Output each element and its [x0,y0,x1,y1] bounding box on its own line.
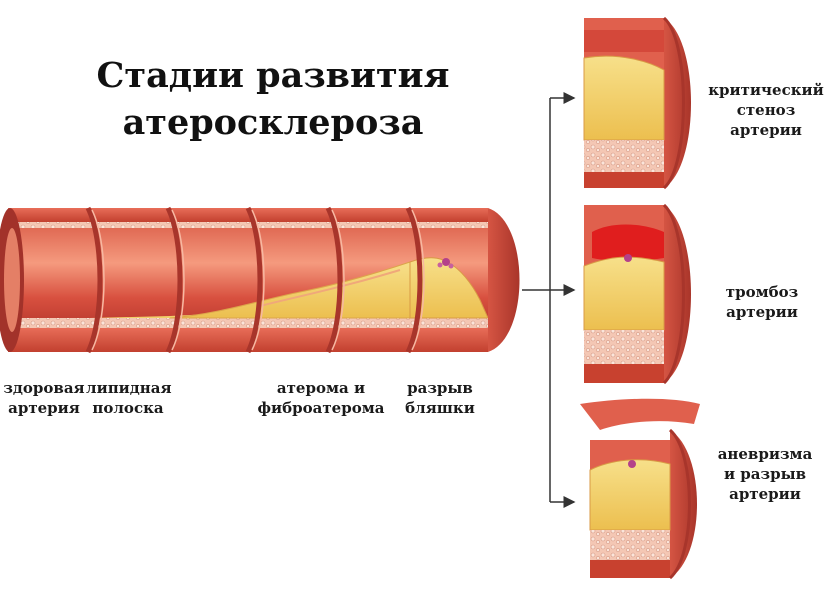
label-healthy-artery: здоровая артерия [3,379,85,417]
outcome-stenosis-illustration [583,16,691,190]
fibrous-cap [259,269,401,307]
artery-bottom-media [8,318,488,328]
title-line-2: атеросклероза [122,102,424,143]
branch-arrows [522,92,576,508]
title-line-1: Стадии развития [96,55,450,96]
label-thrombosis: тромбоз артерии [725,283,799,321]
label-atheroma: атерома и фиброатерома [257,379,385,417]
outcome-thrombosis-illustration [583,203,691,385]
label-lipid-streak: липидная полоска [86,379,172,417]
artery-top-wall [8,208,488,222]
plaque-growing [169,261,411,319]
rupture-site [442,258,450,266]
torn-wall-flap [580,398,700,430]
artery-top-media [8,222,488,228]
thrombus [592,224,664,261]
main-artery [0,206,520,354]
outcome-aneurysm-illustration [580,398,700,580]
segment-cuts [85,206,423,354]
artery-end-cap [488,208,520,352]
diagram-title: Стадии развития атеросклероза [88,52,458,146]
label-critical-stenosis: критический стеноз артерии [708,81,824,139]
label-plaque-rupture: разрыв бляшки [405,379,475,417]
label-aneurysm-rupture: аневризма и разрыв артерии [717,445,813,503]
